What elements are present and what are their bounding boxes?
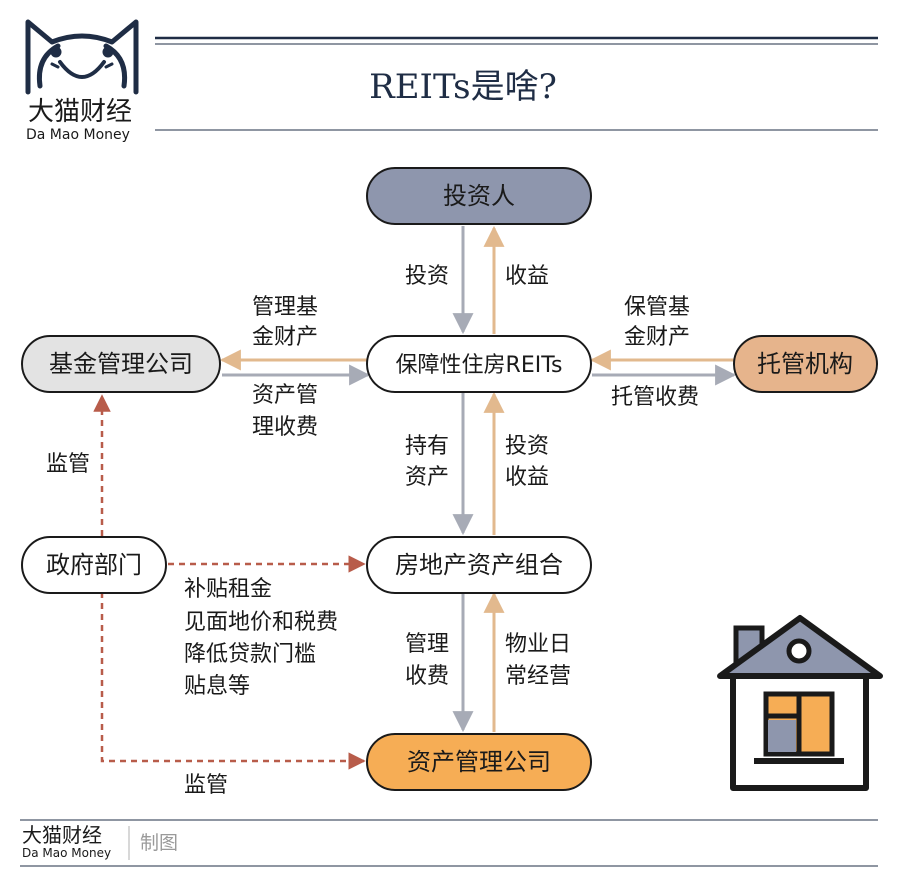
node-investor: 投资人 bbox=[366, 167, 592, 225]
edge-daily-ops-label-2: 常经营 bbox=[505, 664, 571, 689]
edge-policy-support-label-1: 补贴租金 bbox=[184, 577, 272, 602]
edge-custody-fee-label: 托管收费 bbox=[611, 385, 699, 410]
edge-hold-assets-label-1: 持有 bbox=[405, 434, 449, 459]
node-government: 政府部门 bbox=[21, 536, 167, 594]
edge-invest-income-label-2: 收益 bbox=[505, 465, 549, 490]
edge-policy-support-label-2: 见面地价和税费 bbox=[184, 610, 338, 635]
header-rules bbox=[155, 36, 878, 131]
edge-supervise-asset-mgr-label: 监管 bbox=[184, 773, 228, 798]
node-reits-label: 保障性住房REITs bbox=[396, 353, 563, 378]
edge-invest-label: 投资 bbox=[405, 264, 449, 289]
node-asset-manager: 资产管理公司 bbox=[366, 733, 592, 791]
edge-income-label: 收益 bbox=[505, 264, 549, 289]
edge-policy-support-label-4: 贴息等 bbox=[184, 674, 250, 699]
footer-brand-cn: 大猫财经 bbox=[22, 823, 102, 847]
house-icon bbox=[717, 615, 883, 791]
brand-logo: 大猫财经 Da Mao Money bbox=[25, 19, 139, 143]
edge-manage-fund-assets-label-2: 金财产 bbox=[252, 325, 318, 350]
edge-custody-fund-assets-label-2: 金财产 bbox=[624, 325, 690, 350]
node-asset-manager-label: 资产管理公司 bbox=[407, 748, 551, 776]
node-real-estate: 房地产资产组合 bbox=[366, 536, 592, 594]
edge-supervise-asset-mgr-arrow bbox=[100, 592, 366, 770]
edge-custody-fund-assets-label-1: 保管基 bbox=[624, 295, 690, 320]
node-real-estate-label: 房地产资产组合 bbox=[395, 551, 563, 579]
edge-mgmt-fee-label-1: 管理 bbox=[405, 632, 449, 657]
edge-mgmt-fee-label-2: 收费 bbox=[405, 664, 449, 689]
page-title: REITs是啥? bbox=[369, 67, 557, 107]
edge-asset-mgmt-fee-label-2: 理收费 bbox=[252, 415, 318, 440]
node-investor-label: 投资人 bbox=[443, 182, 515, 210]
edge-asset-mgmt-fee-label-1: 资产管 bbox=[252, 383, 318, 408]
footer-made-by: 制图 bbox=[140, 832, 178, 854]
footer: 大猫财经 Da Mao Money 制图 bbox=[20, 819, 878, 867]
node-custodian: 托管机构 bbox=[733, 335, 878, 393]
brand-name-en: Da Mao Money bbox=[26, 127, 130, 143]
node-government-label: 政府部门 bbox=[46, 551, 142, 579]
node-reits: 保障性住房REITs bbox=[366, 335, 592, 393]
cat-face-logo-icon bbox=[25, 19, 139, 95]
footer-brand-en: Da Mao Money bbox=[22, 846, 111, 860]
edge-daily-ops-label-1: 物业日 bbox=[505, 632, 571, 657]
edge-policy-support-label-3: 降低贷款门槛 bbox=[184, 642, 316, 667]
edge-supervise-fund-label: 监管 bbox=[46, 452, 90, 477]
edge-invest-income-label-1: 投资 bbox=[505, 434, 549, 459]
node-fund-company: 基金管理公司 bbox=[21, 335, 221, 393]
brand-name-cn: 大猫财经 bbox=[28, 97, 132, 127]
node-fund-company-label: 基金管理公司 bbox=[49, 350, 193, 378]
node-custodian-label: 托管机构 bbox=[757, 350, 853, 378]
edge-manage-fund-assets-label-1: 管理基 bbox=[252, 295, 318, 320]
edge-hold-assets-label-2: 资产 bbox=[405, 465, 449, 490]
